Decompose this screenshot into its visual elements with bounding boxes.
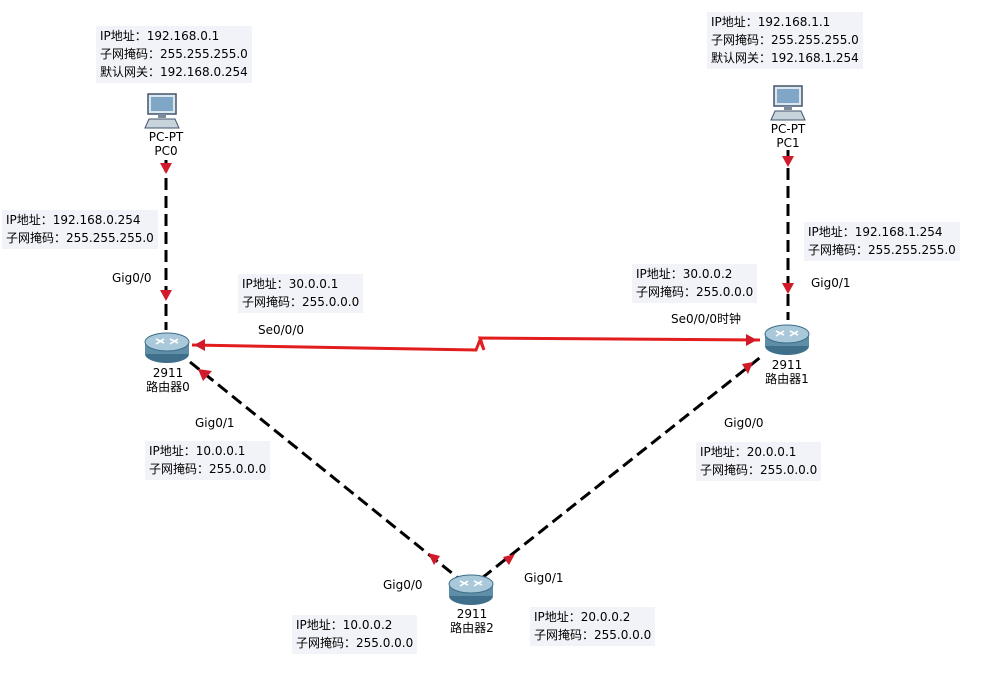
port-label-r1-se: Se0/0/0时钟	[671, 312, 741, 326]
note-line: IP地址：30.0.0.2	[636, 267, 733, 281]
note-r1-g01: IP地址：192.168.1.254 子网掩码：255.255.255.0	[804, 222, 960, 261]
r2-label: 2911 路由器2	[450, 607, 494, 635]
note-r0-g00: IP地址：192.168.0.254 子网掩码：255.255.255.0	[2, 210, 158, 249]
pc1-label: PC-PT PC1	[771, 122, 806, 150]
note-line: 子网掩码：255.0.0.0	[534, 628, 652, 642]
note-line: 子网掩码：255.0.0.0	[700, 463, 818, 477]
port-marker-pc0	[160, 163, 172, 174]
note-line: 子网掩码：255.0.0.0	[296, 636, 414, 650]
note-line: IP地址：192.168.1.254	[808, 225, 943, 239]
note-pc0: IP地址：192.168.0.1 子网掩码：255.255.255.0 默认网关…	[96, 26, 252, 83]
r0-model: 2911	[152, 366, 184, 380]
r1-model: 2911	[771, 358, 803, 372]
note-r0-g01: IP地址：10.0.0.1 子网掩码：255.0.0.0	[145, 441, 271, 480]
r0-name: 路由器0	[146, 380, 190, 394]
note-line: IP地址：192.168.1.1	[711, 15, 831, 29]
port-marker-r1-se	[746, 334, 757, 346]
note-line: IP地址：20.0.0.1	[700, 445, 797, 459]
r0-label: 2911 路由器0	[146, 366, 190, 394]
note-line: 子网掩码：255.0.0.0	[149, 462, 267, 476]
port-label-r1-g00: Gig0/0	[724, 416, 764, 430]
note-line: 子网掩码：255.255.255.0	[808, 243, 956, 257]
port-marker-r0-g00	[160, 290, 172, 301]
note-line: IP地址：20.0.0.2	[534, 610, 631, 624]
note-r2-g01: IP地址：20.0.0.2 子网掩码：255.0.0.0	[530, 607, 656, 646]
r1-label: 2911 路由器1	[765, 358, 809, 386]
port-label-r2-g01: Gig0/1	[524, 571, 564, 585]
port-marker-r1-g00	[742, 362, 753, 374]
r1-name: 路由器1	[765, 372, 809, 386]
port-label-r0-g00: Gig0/0	[112, 271, 152, 285]
port-marker-r0-se	[194, 339, 205, 351]
note-r1-se: IP地址：30.0.0.2 子网掩码：255.0.0.0	[632, 264, 758, 303]
port-marker-r0-g01	[198, 369, 212, 381]
pc0-name: PC0	[154, 144, 178, 158]
port-label-r0-g01: Gig0/1	[195, 416, 235, 430]
cable-r2-r1[interactable]	[481, 354, 763, 580]
note-line: 子网掩码：255.255.255.0	[100, 47, 248, 61]
note-line: 默认网关：192.168.1.254	[711, 51, 859, 65]
router-icon[interactable]	[142, 330, 192, 366]
pc-icon[interactable]	[142, 92, 182, 130]
note-line: IP地址：10.0.0.2	[296, 618, 393, 632]
port-marker-r2-g00	[428, 553, 440, 565]
note-r1-g00: IP地址：20.0.0.1 子网掩码：255.0.0.0	[696, 442, 822, 481]
pc1-name: PC1	[776, 136, 800, 150]
note-r2-g00: IP地址：10.0.0.2 子网掩码：255.0.0.0	[292, 615, 418, 654]
pc1-model: PC-PT	[770, 122, 806, 136]
cable-r0-r2[interactable]	[189, 360, 459, 580]
r2-model: 2911	[456, 607, 488, 621]
router-icon[interactable]	[762, 322, 812, 358]
pc0-model: PC-PT	[148, 130, 184, 144]
serial-cable-r0-r1[interactable]	[191, 335, 761, 352]
note-line: IP地址：192.168.0.1	[100, 29, 220, 43]
port-label-r1-g01: Gig0/1	[811, 276, 851, 290]
note-line: 子网掩码：255.0.0.0	[242, 295, 360, 309]
pc0-label: PC-PT PC0	[149, 130, 184, 158]
port-label-r0-se: Se0/0/0	[258, 323, 304, 337]
port-marker-r2-g01	[503, 554, 515, 565]
r2-name: 路由器2	[450, 621, 494, 635]
note-line: 默认网关：192.168.0.254	[100, 65, 248, 79]
note-pc1: IP地址：192.168.1.1 子网掩码：255.255.255.0 默认网关…	[707, 12, 863, 69]
note-r0-se: IP地址：30.0.0.1 子网掩码：255.0.0.0	[238, 274, 364, 313]
router-icon[interactable]	[446, 572, 496, 608]
note-line: IP地址：192.168.0.254	[6, 213, 141, 227]
port-marker-r1-g01	[782, 283, 794, 294]
note-line: 子网掩码：255.0.0.0	[636, 285, 754, 299]
note-line: 子网掩码：255.255.255.0	[6, 231, 154, 245]
pc-icon[interactable]	[768, 84, 808, 122]
note-line: IP地址：30.0.0.1	[242, 277, 339, 291]
note-line: 子网掩码：255.255.255.0	[711, 33, 859, 47]
note-line: IP地址：10.0.0.1	[149, 444, 246, 458]
port-marker-pc1	[782, 156, 794, 167]
port-label-r2-g00: Gig0/0	[383, 578, 423, 592]
